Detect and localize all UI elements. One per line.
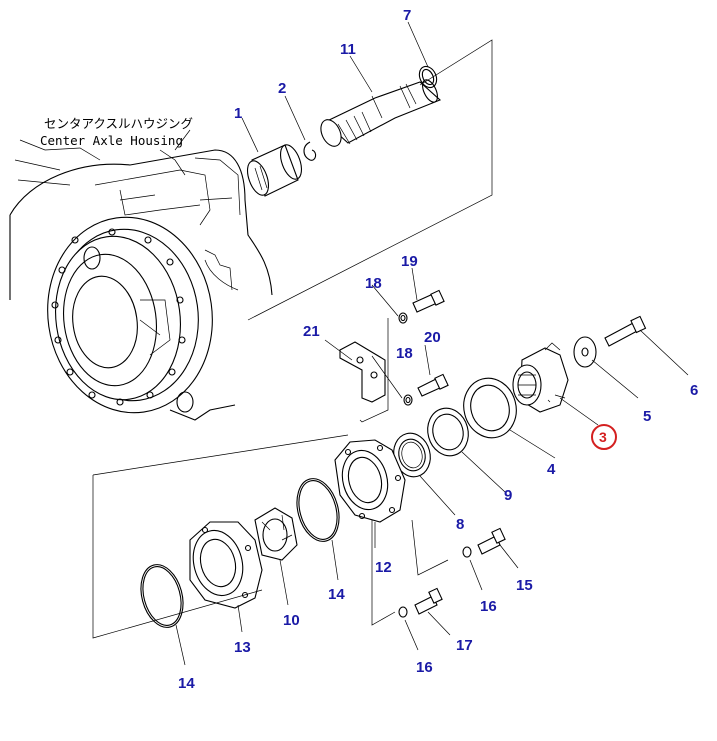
part-14-o-ring-lower (140, 564, 184, 628)
callout-5: 5 (643, 408, 651, 425)
bracket-frame (359, 318, 389, 423)
part-14-o-ring-upper (296, 478, 340, 542)
part-11-shaft (320, 79, 442, 147)
callout-13: 13 (234, 639, 251, 656)
part-18-washer-lower (403, 394, 413, 406)
part-12-cage (334, 439, 406, 523)
callout-9: 9 (504, 487, 512, 504)
housing-label-en: Center Axle Housing (40, 133, 183, 148)
callout-21: 21 (303, 323, 320, 340)
callout-6: 6 (690, 382, 698, 399)
highlight-circle (591, 424, 617, 450)
housing-label-jp: センタアクスルハウジング (44, 116, 193, 131)
callout-labels: 1 2 3 4 5 6 7 8 9 10 11 12 13 14 14 15 1… (178, 7, 698, 692)
part-15-bolt (477, 527, 506, 555)
callout-8: 8 (456, 516, 464, 533)
callout-7: 7 (403, 7, 411, 24)
part-13-housing (189, 521, 263, 609)
part-9-ring (427, 407, 469, 457)
callout-18-upper: 18 (365, 275, 382, 292)
callout-12: 12 (375, 559, 392, 576)
part-6-bolt (604, 315, 647, 347)
callout-1: 1 (234, 105, 242, 122)
assembly-frame-lower (92, 434, 349, 639)
callout-2: 2 (278, 80, 286, 97)
cage-frame (371, 519, 449, 626)
callout-16-lower: 16 (416, 659, 433, 676)
part-16-washer-upper (462, 546, 472, 558)
part-3-coupling (512, 342, 569, 413)
part-4-seal (463, 377, 517, 439)
callout-14-upper: 14 (328, 586, 345, 603)
part-7-o-ring (418, 65, 438, 89)
callout-19: 19 (401, 253, 418, 270)
callout-3: 3 (599, 429, 607, 445)
callout-leaders (241, 21, 431, 399)
part-10-roller (254, 507, 298, 561)
callout-14-lower: 14 (178, 675, 195, 692)
part-20-bolt (417, 373, 449, 397)
callout-4: 4 (547, 461, 556, 478)
part-18-washer-upper (398, 312, 408, 324)
part-3-leader (559, 397, 599, 426)
part-19-bolt (412, 289, 445, 313)
callout-15: 15 (516, 577, 533, 594)
part-2-snap-ring (303, 141, 317, 161)
callout-17: 17 (456, 637, 473, 654)
callout-16-upper: 16 (480, 598, 497, 615)
center-axle-housing: センタアクスルハウジング Center Axle Housing (9, 116, 273, 421)
part-16-washer-lower (398, 606, 408, 618)
part-21-bracket (339, 341, 386, 403)
housing-label-leader (174, 129, 191, 151)
callout-10: 10 (283, 612, 300, 629)
assembly-frame-upper (247, 39, 493, 321)
callout-18-lower: 18 (396, 345, 413, 362)
callout-11: 11 (340, 41, 356, 58)
part-5-washer (573, 336, 597, 368)
callout-20: 20 (424, 329, 441, 346)
part-1-sleeve (246, 144, 303, 197)
part-17-bolt (414, 587, 443, 615)
